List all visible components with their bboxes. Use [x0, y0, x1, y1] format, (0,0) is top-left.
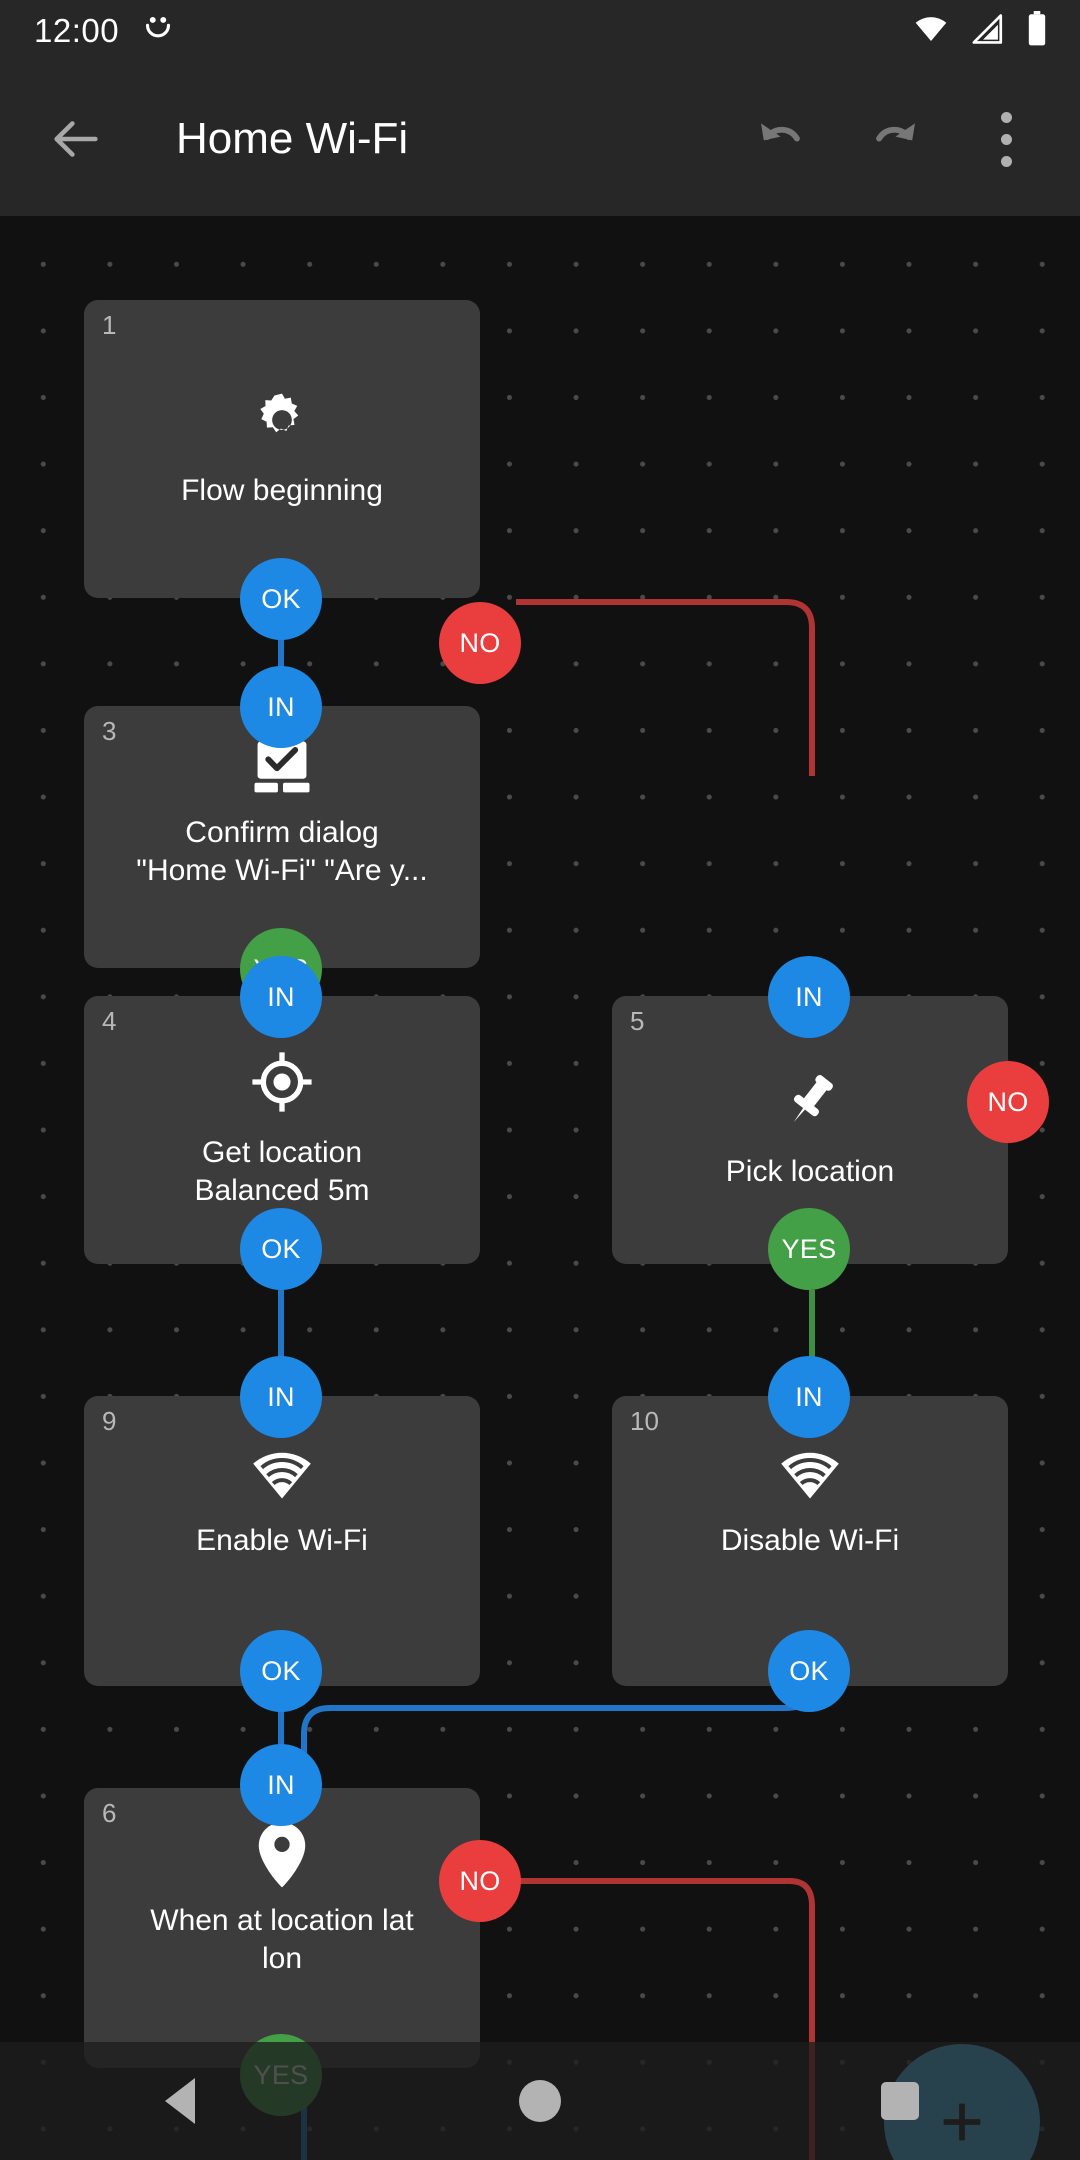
- port-label: IN: [795, 981, 823, 1012]
- redo-button[interactable]: [838, 83, 950, 195]
- port-label: IN: [267, 691, 295, 722]
- port-in[interactable]: IN: [240, 1744, 322, 1826]
- flow-node[interactable]: 10 Disable Wi-Fi IN OK: [612, 1356, 1008, 1712]
- android-nav-bar: [0, 2042, 1080, 2160]
- nav-recents-button[interactable]: [825, 2042, 975, 2160]
- port-label: NO: [987, 1086, 1029, 1117]
- port-no[interactable]: NO: [439, 1840, 521, 1922]
- map-pin-icon: [250, 1822, 314, 1888]
- redo-icon: [876, 123, 915, 142]
- undo-button[interactable]: [726, 83, 838, 195]
- port-in[interactable]: IN: [768, 956, 850, 1038]
- back-triangle-icon: [165, 2078, 195, 2124]
- status-bar-left: 12:00: [0, 12, 175, 51]
- node-title: Disable Wi-Fi: [720, 1524, 900, 1557]
- port-label: NO: [459, 1865, 501, 1896]
- gps-crosshair-icon: [250, 1050, 314, 1114]
- node-subtitle: Balanced 5m: [194, 1174, 370, 1207]
- flow-node[interactable]: 9 Enable Wi-Fi IN OK: [84, 1356, 480, 1712]
- overflow-menu-button[interactable]: [950, 83, 1062, 195]
- status-bar: 12:00: [0, 0, 1080, 62]
- node-number: 3: [102, 716, 117, 746]
- more-vertical-icon: [1000, 111, 1012, 167]
- recents-square-icon: [881, 2082, 919, 2120]
- nav-home-button[interactable]: [465, 2042, 615, 2160]
- cellular-signal-icon: [970, 12, 1006, 51]
- port-yes[interactable]: YES: [768, 1208, 850, 1290]
- port-label: IN: [267, 1769, 295, 1800]
- port-ok[interactable]: OK: [240, 1208, 322, 1290]
- app-toolbar: Home Wi-Fi: [0, 62, 1080, 216]
- node-title: When at location lat: [150, 1904, 414, 1937]
- node-subtitle: lon: [261, 1942, 303, 1976]
- port-in[interactable]: IN: [240, 666, 322, 748]
- node-body: Flow beginning: [84, 300, 480, 598]
- status-clock: 12:00: [34, 12, 120, 49]
- wifi-icon: [250, 1442, 314, 1506]
- port-label: OK: [261, 1233, 301, 1264]
- port-label: IN: [267, 1381, 295, 1412]
- node-title: Pick location: [725, 1154, 895, 1188]
- port-label: NO: [459, 627, 501, 658]
- node-body: When at location lat lon: [84, 1788, 480, 2068]
- node-number: 4: [102, 1006, 117, 1036]
- node-number: 6: [102, 1798, 117, 1828]
- node-body: Enable Wi-Fi: [84, 1396, 480, 1686]
- port-ok[interactable]: OK: [240, 558, 322, 640]
- smiley-face-icon: [141, 12, 175, 51]
- home-circle-icon: [519, 2080, 561, 2122]
- node-number: 9: [102, 1406, 117, 1436]
- flow-node[interactable]: 1 Flow beginning OK: [84, 300, 480, 640]
- port-no[interactable]: NO: [967, 1061, 1049, 1143]
- node-title: Get location: [201, 1135, 363, 1169]
- port-in[interactable]: IN: [240, 956, 322, 1038]
- flow-node[interactable]: 4 Get location Balanced 5m IN OK: [84, 956, 480, 1290]
- port-in[interactable]: IN: [768, 1356, 850, 1438]
- pushpin-icon: [778, 1069, 842, 1133]
- node-subtitle: "Home Wi-Fi" "Are y...: [136, 854, 428, 888]
- undo-icon: [761, 123, 800, 142]
- flow-node[interactable]: 3 Confirm dialog "Home Wi-Fi" "Are y... …: [84, 602, 521, 1010]
- flow-canvas[interactable]: 1 Flow beginning OK 3: [0, 216, 1080, 2160]
- status-bar-right: [912, 10, 1080, 52]
- node-number: 5: [630, 1006, 645, 1036]
- back-button[interactable]: [20, 83, 132, 195]
- gear-icon: [250, 388, 314, 452]
- node-number: 1: [102, 310, 117, 340]
- port-ok[interactable]: OK: [240, 1630, 322, 1712]
- flow-node[interactable]: 5 Pick location IN: [612, 956, 1049, 1290]
- node-body: Disable Wi-Fi: [612, 1396, 1008, 1686]
- port-ok[interactable]: OK: [768, 1630, 850, 1712]
- flow-node[interactable]: 6 When at location lat lon IN NO YES: [84, 1744, 521, 2116]
- confirm-dialog-icon: [250, 736, 314, 800]
- port-no[interactable]: NO: [439, 602, 521, 684]
- port-label: IN: [795, 1381, 823, 1412]
- port-label: OK: [789, 1655, 829, 1686]
- node-body: Pick location: [612, 996, 1008, 1264]
- node-title: Flow beginning: [181, 473, 383, 507]
- port-in[interactable]: IN: [240, 1356, 322, 1438]
- wifi-icon: [912, 12, 950, 51]
- port-label: OK: [261, 583, 301, 614]
- wifi-icon: [778, 1442, 842, 1506]
- toolbar-actions: [726, 83, 1080, 195]
- node-title: Enable Wi-Fi: [196, 1524, 368, 1557]
- battery-icon: [1026, 10, 1048, 52]
- page-title: Home Wi-Fi: [176, 114, 409, 163]
- node-body: Get location Balanced 5m: [84, 996, 480, 1264]
- node-title: Confirm dialog: [185, 816, 379, 849]
- port-label: IN: [267, 981, 295, 1012]
- port-label: YES: [781, 1233, 837, 1264]
- port-label: OK: [261, 1655, 301, 1686]
- nav-back-button[interactable]: [105, 2042, 255, 2160]
- back-arrow-icon: [54, 121, 98, 157]
- node-body: Confirm dialog "Home Wi-Fi" "Are y...: [84, 706, 480, 968]
- node-number: 10: [630, 1406, 659, 1436]
